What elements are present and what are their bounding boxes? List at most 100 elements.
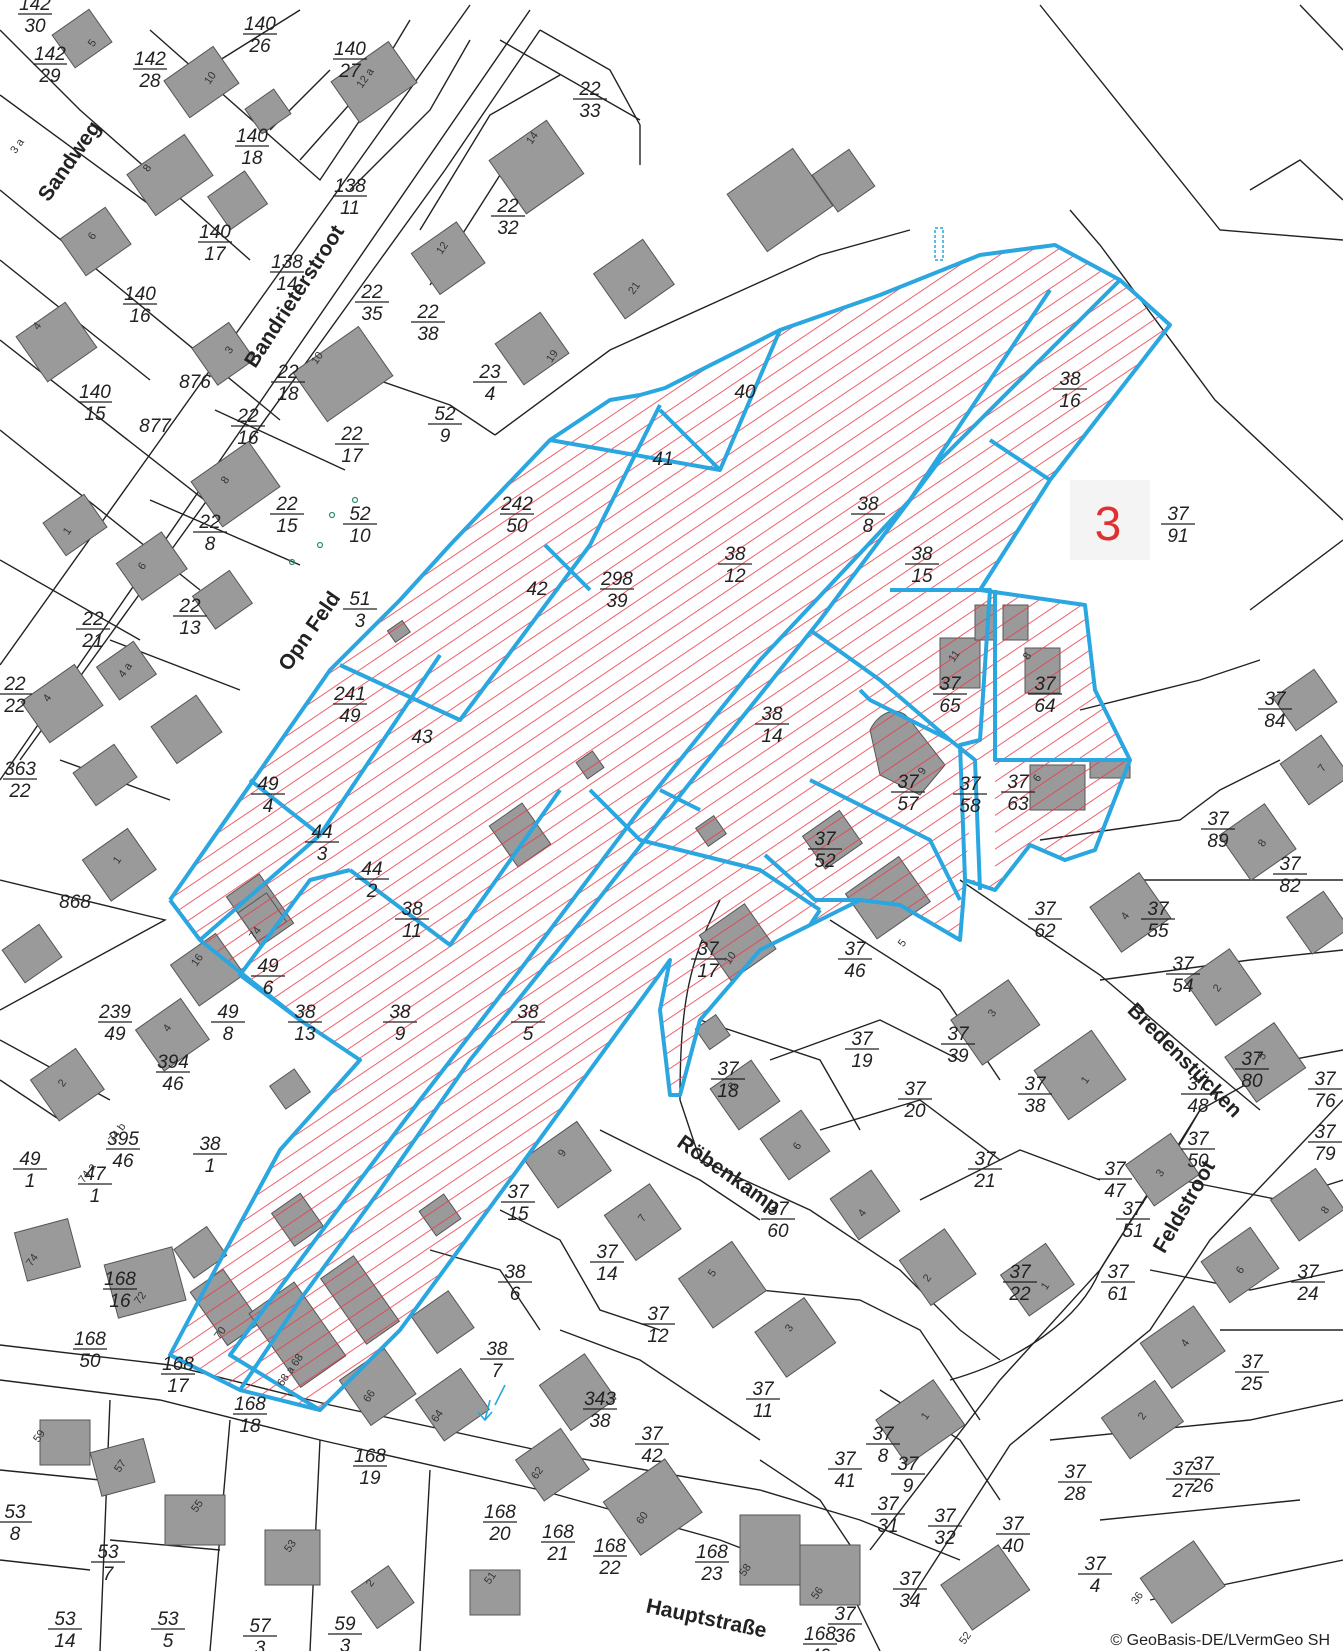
parcel-subnumber: 22 [1008,1284,1031,1305]
parcel-subnumber: 46 [112,1151,134,1172]
parcel-number: 37 [814,829,837,850]
parcel-number: 38 [517,1002,539,1023]
house-number: 8 [1021,650,1034,662]
parcel-number: 37 [897,1454,920,1475]
parcel-number: 241 [333,684,366,705]
house-number: 4 [856,1207,869,1219]
parcel-number: 363 [4,759,36,780]
parcel-number: 168 [162,1354,194,1375]
house-number: 6 [1031,772,1044,784]
parcel-subnumber: 5 [163,1631,174,1651]
parcel-subnumber: 15 [911,566,933,587]
house-number: 4 [1179,1337,1192,1349]
parcel-subnumber: 18 [277,384,299,405]
parcel-number: 37 [934,1506,957,1527]
parcel-number: 140 [79,382,111,403]
parcel-number: 877 [139,416,172,437]
parcel-subnumber: 91 [1167,526,1188,547]
parcel-subnumber: 14 [54,1631,75,1651]
parcel-subnumber: 8 [863,516,874,537]
parcel-number: 168 [594,1536,626,1557]
parcel-subnumber: 4 [1090,1576,1101,1597]
area-number: 3 [1095,498,1122,551]
house-number: 11 [946,648,962,664]
parcel-label: 16849 [803,1624,837,1651]
parcel-number: 38 [294,1002,316,1023]
parcel-label: 389 [383,1002,417,1045]
parcel-subnumber: 13 [294,1024,316,1045]
parcel-subnumber: 82 [1279,876,1301,897]
parcel-label: 876 [179,372,211,393]
parcel-subnumber: 46 [162,1074,184,1095]
house-number: 74 [24,1252,41,1269]
parcel-label: 868 [59,892,91,913]
parcel-number: 37 [596,1242,619,1263]
parcel-number: 22 [416,302,439,323]
parcel-label: 385 [511,1002,545,1045]
house-number: 4 [1119,910,1132,922]
parcel-subnumber: 28 [1063,1484,1086,1505]
parcel-number: 37 [1207,809,1230,830]
parcel-subnumber: 3 [317,844,328,865]
parcel-subnumber: 52 [814,851,836,872]
parcel-number: 37 [1314,1069,1337,1090]
parcel-subnumber: 21 [546,1544,568,1565]
parcel-number: 44 [311,822,332,843]
house-number: 3 [223,344,236,356]
parcel-subnumber: 65 [939,696,961,717]
parcel-label: 387 [480,1339,514,1382]
parcel-number: 37 [1009,1262,1032,1283]
parcel-subnumber: 4 [485,384,496,405]
parcel-subnumber: 8 [205,534,216,555]
parcel-number: 47 [84,1164,107,1185]
map-symbols [288,227,944,1422]
parcel-subnumber: 11 [340,198,360,219]
parcel-number: 37 [1297,1262,1320,1283]
house-number: 7 [1316,762,1329,774]
parcel-number: 140 [244,14,276,35]
parcel-number: 22 [81,609,104,630]
parcel-subnumber: 63 [1007,794,1029,815]
parcel-label: 443 [305,822,339,865]
parcel-number: 37 [877,1494,900,1515]
parcel-subnumber: 23 [700,1564,723,1585]
house-number: 51 [482,1570,499,1587]
parcel-number: 37 [834,1604,857,1625]
parcel-subnumber: 19 [359,1468,381,1489]
parcel-label: 538 [0,1502,32,1545]
parcel-number: 22 [275,494,298,515]
house-number: 53 [282,1538,299,1555]
parcel-number: 37 [959,774,982,795]
parcel-subnumber: 48 [1187,1096,1209,1117]
parcel-subnumber: 22 [3,696,26,717]
parcel-subnumber: 39 [947,1046,969,1067]
house-number: 1 [919,1410,932,1422]
house-number: 3 [986,1007,999,1019]
parcel-subnumber: 34 [899,1591,920,1612]
house-number: 1 [1079,1074,1092,1086]
parcel-subnumber: 4 [263,796,274,817]
parcel-number: 138 [271,252,303,273]
parcel-number: 37 [1314,1122,1337,1143]
parcel-subnumber: 12 [724,566,746,587]
parcel-subnumber: 89 [1207,831,1229,852]
parcel-subnumber: 20 [488,1524,511,1545]
parcel-subnumber: 42 [641,1446,663,1467]
parcel-subnumber: 22 [598,1558,621,1579]
